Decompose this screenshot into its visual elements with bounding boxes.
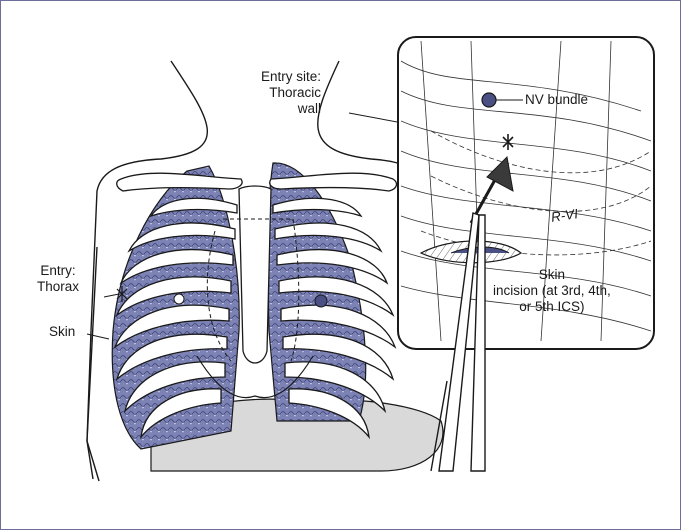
label-incision-3: or 5th ICS)	[493, 299, 611, 315]
ribs-left	[273, 198, 395, 437]
nv-bundle-dot	[482, 93, 496, 107]
label-incision-2: incision (at 3rd, 4th,	[493, 283, 611, 299]
label-entry-site-1: Entry site:	[261, 69, 321, 85]
label-nv-bundle: NV bundle	[525, 92, 588, 108]
label-entry: Entry:	[37, 263, 79, 279]
label-skin: Skin	[49, 324, 75, 340]
label-entry-thorax: Entry: Thorax	[37, 263, 79, 295]
label-thorax: Thorax	[37, 279, 79, 295]
label-skin-incision: Skin incision (at 3rd, 4th, or 5th ICS)	[493, 267, 611, 315]
label-entry-site-2: Thoracic	[261, 85, 321, 101]
label-entry-site: Entry site: Thoracic wall	[261, 69, 321, 117]
marker-ring	[174, 294, 184, 304]
sternum	[239, 186, 271, 363]
marker-dot	[315, 295, 327, 307]
label-entry-site-3: wall	[261, 101, 321, 117]
label-incision-1: Skin	[493, 267, 611, 283]
